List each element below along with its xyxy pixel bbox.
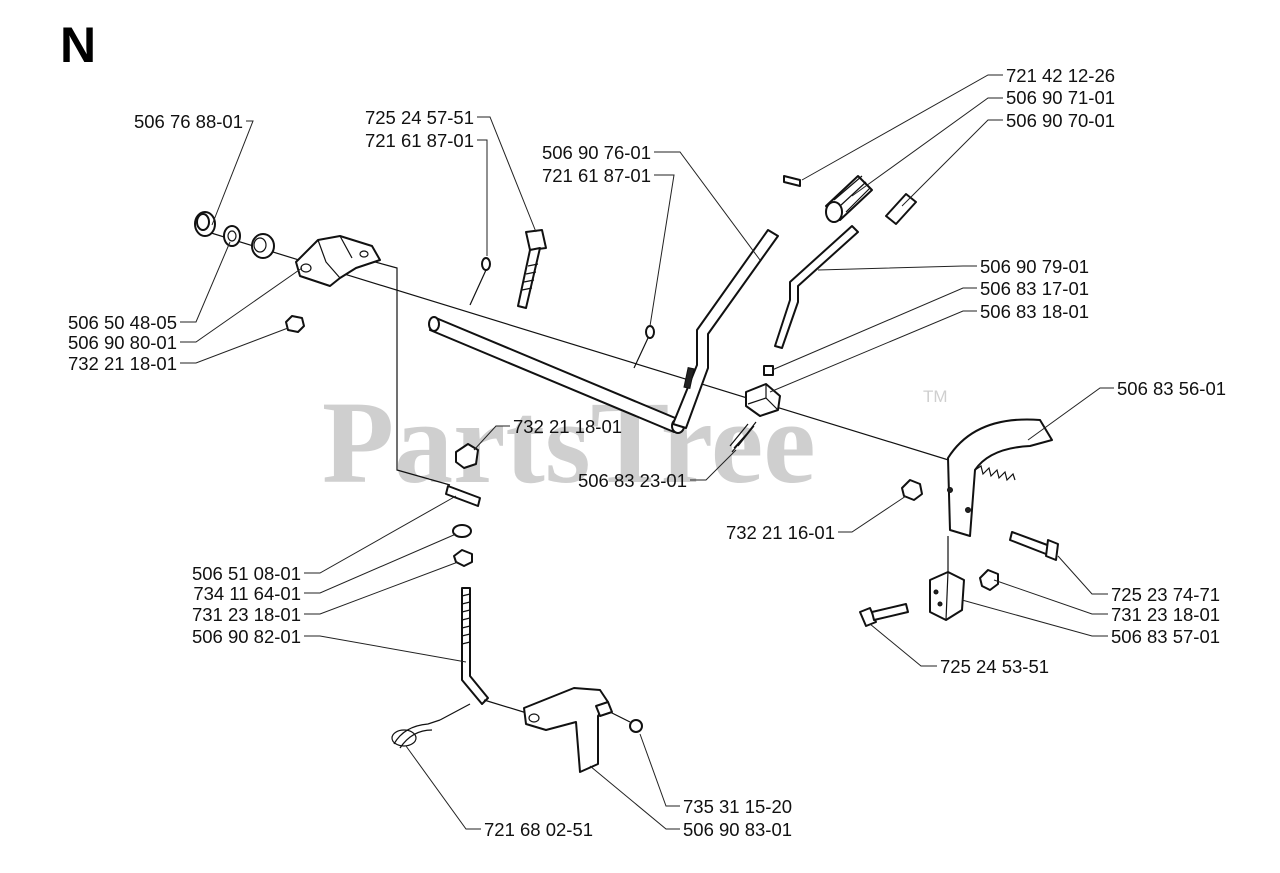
callout-label: 506 76 88-01 [134,111,243,132]
callout-label: 506 83 23-01 [578,470,687,491]
callout-label: 721 68 02-51 [484,819,593,840]
callout-label: 506 90 80-01 [68,332,177,353]
segment-bolt [1009,531,1059,561]
callout-label: 506 90 83-01 [683,819,792,840]
callout-label: 506 83 56-01 [1117,378,1226,399]
washer-part [452,524,472,538]
link-nut [453,549,473,567]
clamp-nut [979,569,999,591]
bent-lever [672,229,779,429]
callout-label: 506 90 71-01 [1006,87,1115,108]
section-letter: N [60,17,96,73]
callout-label: 506 90 70-01 [1006,110,1115,131]
watermark-trademark: TM [923,387,948,406]
callout-label: 506 50 48-05 [68,312,177,333]
upper-nut [455,443,479,469]
rod-axis [483,699,531,715]
callout-label: 731 23 18-01 [192,604,301,625]
callout-label: 506 51 08-01 [192,563,301,584]
callout-label: 734 11 64-01 [193,583,301,604]
rod-bolt [517,229,547,309]
callout-label: 721 61 87-01 [542,165,651,186]
small-pin [763,365,774,376]
callout-label: 506 90 82-01 [192,626,301,647]
clamp-block [929,571,965,621]
ratchet-segment [947,418,1053,537]
leader-lines [180,74,1114,830]
callout-label: 721 61 87-01 [365,130,474,151]
callout-label: 732 21 16-01 [726,522,835,543]
hitch-axis [439,703,471,721]
grip-part [825,175,873,223]
callout-label: 506 83 17-01 [980,278,1089,299]
callout-labels: 721 42 12-26 506 90 71-01 506 90 70-01 5… [68,65,1226,840]
roll-pin [783,175,801,187]
clamp-bolt [859,603,909,627]
pivot-pin [445,485,481,507]
bracket-part [295,235,381,287]
callout-label: 725 24 57-51 [365,107,474,128]
callout-label: 506 90 76-01 [542,142,651,163]
hitch-pin [391,719,441,749]
callout-label: 506 83 57-01 [1111,626,1220,647]
callout-label: 721 42 12-26 [1006,65,1115,86]
callout-label: 725 23 74-71 [1111,584,1220,605]
spring-part [729,421,757,453]
nut-part [285,315,305,333]
retainer-ring [629,719,643,733]
segment-nut [901,479,923,501]
callout-label: 506 90 79-01 [980,256,1089,277]
rod-cap [885,193,917,225]
callout-label: 735 31 15-20 [683,796,792,817]
cross-rod [428,316,685,434]
lever-mark [683,367,695,389]
callout-label: 732 21 18-01 [68,353,177,374]
callout-label: 731 23 18-01 [1111,604,1220,625]
inner-rod [774,225,859,349]
callout-label: 506 83 18-01 [980,301,1089,322]
detent-block [745,383,781,417]
callout-label: 732 21 18-01 [513,416,622,437]
lever-plate [523,687,613,773]
threaded-rod [461,587,489,705]
spacer-parts [194,211,275,259]
callout-label: 725 24 53-51 [940,656,1049,677]
link-line [367,259,451,486]
retainer-axis [609,711,631,723]
